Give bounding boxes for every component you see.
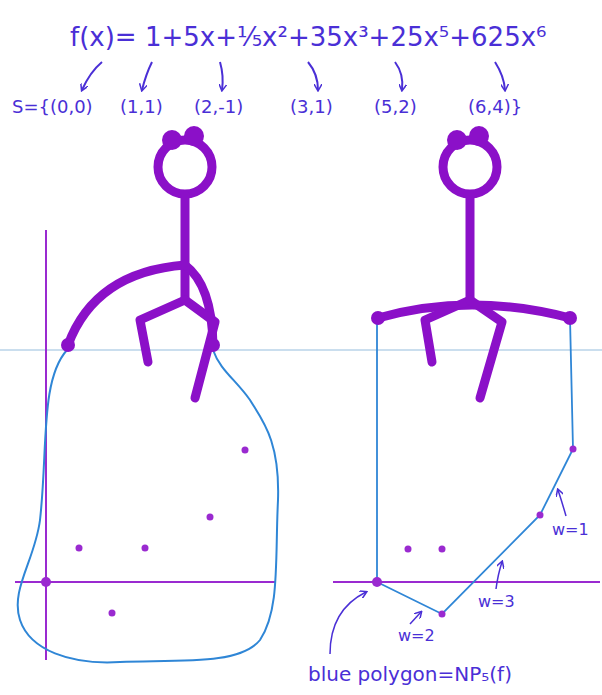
set-element: (5,2) [374,96,417,118]
formula: f(x)= 1+5x+⅕x²+35x³+25x⁵+625x⁶ [70,22,547,53]
set-element: S={(0,0) [12,96,93,118]
blob-outline [18,350,278,662]
points [372,446,577,618]
set-element: (2,-1) [194,96,243,118]
caption-note: blue polygon=NP₅(f) [308,662,512,686]
points [41,447,249,617]
set-element: (3,1) [290,96,333,118]
x-axis [15,581,275,583]
stick-figure-details [61,126,220,352]
term-arrows [82,62,505,90]
weight-label: w=2 [398,626,435,645]
leader-arrows [330,490,566,654]
weight-label: w=1 [552,520,589,539]
weight-label: w=3 [478,592,515,611]
newton-polygon [377,318,573,614]
stick-figure [378,140,570,398]
set-element: (6,4)} [468,96,522,118]
set-element: (1,1) [120,96,163,118]
stick-figure-details [371,126,577,325]
guide-line [0,349,602,351]
stick-figure [68,140,215,398]
